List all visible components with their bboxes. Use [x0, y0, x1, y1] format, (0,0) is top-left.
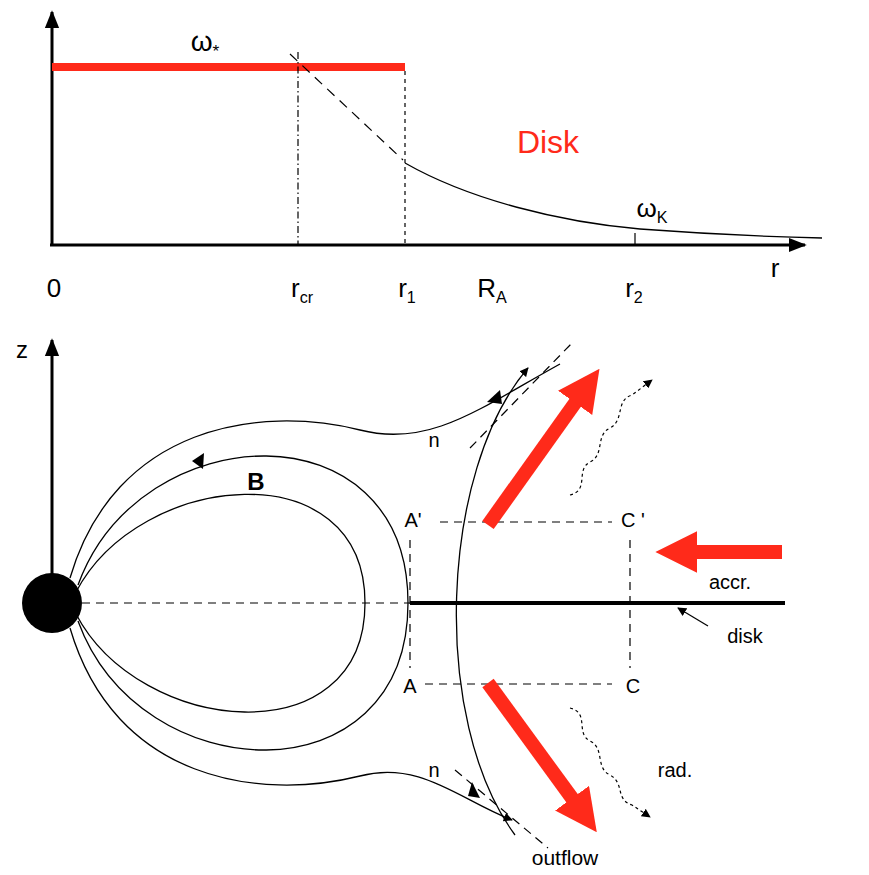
control-box-edge: [425, 683, 612, 684]
radiation-label: rad.: [657, 760, 693, 780]
radius-axis: [50, 244, 805, 247]
disk-rotation-line: [52, 63, 405, 71]
label-main: r: [625, 273, 634, 303]
axis-title: z: [15, 338, 29, 362]
label-subscript: cr: [300, 288, 313, 306]
label-subscript: *: [213, 41, 220, 61]
field-loop: [76, 494, 365, 712]
label-main: r: [398, 273, 407, 303]
normal-label: n: [427, 430, 440, 450]
axis-origin: 0: [46, 275, 62, 301]
normal-label: n: [427, 760, 440, 780]
outflow-arrow: [488, 683, 577, 805]
axis-title: r: [770, 255, 781, 281]
kepler-dashed-line: [290, 54, 403, 160]
open-field-line: [70, 364, 560, 578]
axis-tick-label: rcr: [290, 275, 314, 301]
r2-tick: [634, 233, 635, 245]
normal-vector-line: [455, 770, 548, 848]
outflow-arrow: [488, 396, 580, 525]
rcr-marker-line: [297, 52, 298, 245]
field-arrowhead: [192, 453, 204, 469]
box-corner-label: C: [625, 676, 641, 696]
accretion-arrow: [689, 545, 782, 559]
disk-line: [410, 601, 785, 605]
radiation-arrow: [570, 380, 652, 495]
open-field-line: [70, 628, 512, 820]
label-main: R: [477, 273, 496, 303]
box-corner-label: A: [402, 676, 417, 696]
radiation-arrow: [570, 708, 650, 817]
label-subscript: 1: [407, 288, 416, 306]
z-axis: [51, 340, 54, 580]
omega-kepler-label: ωK: [635, 195, 668, 221]
disk-label: disk: [726, 626, 764, 646]
control-box-edge: [409, 540, 410, 668]
label-subscript: K: [657, 208, 668, 226]
omega-star-label: ω*: [190, 28, 221, 56]
label-main: ω: [636, 193, 656, 223]
label-subscript: A: [496, 288, 507, 306]
label-subscript: 2: [634, 288, 643, 306]
axis-tick-label: r1: [397, 275, 417, 301]
equator-line: [82, 602, 410, 603]
box-corner-label: C ': [620, 510, 646, 530]
axis-tick-label: r2: [624, 275, 644, 301]
omega-axis: [51, 12, 54, 246]
outflow-label: outflow: [531, 847, 600, 868]
control-box-edge: [629, 540, 630, 668]
accretion-label: accr.: [708, 572, 752, 592]
central-star: [22, 573, 82, 633]
field-arrowhead: [487, 390, 502, 404]
field-label: B: [246, 470, 265, 494]
control-box-edge: [440, 521, 612, 522]
axis-tick-label: RA: [476, 275, 508, 301]
label-main: ω: [191, 26, 213, 57]
box-corner-label: A': [403, 510, 422, 530]
r1-marker-line: [404, 71, 405, 245]
alfven-surface-arc: [456, 368, 528, 835]
disk-panel-title: Disk: [516, 126, 580, 158]
field-loop: [78, 456, 408, 750]
label-main: r: [291, 273, 300, 303]
disk-leader: [678, 608, 708, 626]
kepler-curve: [405, 163, 822, 238]
